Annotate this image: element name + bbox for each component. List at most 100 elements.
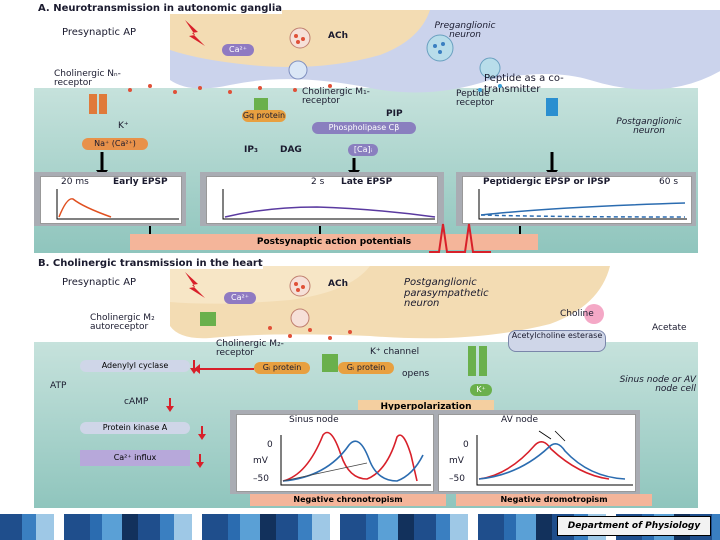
sinus-node-label: Sinus node	[289, 415, 339, 425]
footer-stripe-segment	[192, 514, 202, 540]
footer-stripe-segment	[450, 514, 468, 540]
choline-label: Choline	[560, 309, 594, 319]
early-epsp-label: Early EPSP	[113, 177, 168, 187]
nn-receptor-icon	[89, 94, 107, 114]
k-channel-label: K⁺ channel	[370, 347, 420, 357]
m2-receptor-label: Cholinergic M₂-receptor	[216, 339, 284, 359]
postganglionic-parasympathetic-label: Postganglionic parasympathetic neuron	[404, 277, 489, 309]
k-pill-b: K⁺	[470, 384, 492, 396]
peptidergic-trace	[478, 189, 687, 220]
footer-stripe-segment	[160, 514, 174, 540]
footer-stripe-segment	[516, 514, 536, 540]
sinus-node-graph: Sinus node 0 mV –50	[236, 414, 434, 492]
peptidergic-time-label: 60 s	[659, 177, 679, 187]
minus50-label-2: –50	[449, 474, 465, 484]
gi-pill-2: Gᵢ protein	[338, 362, 394, 374]
lightning-icon-a	[185, 20, 205, 46]
panel-a: A. Neurotransmission in autonomic gangli…	[30, 0, 720, 258]
footer-stripe-segment	[138, 514, 160, 540]
late-epsp-graph: 2 s Late EPSP	[206, 176, 438, 224]
gi-pill-1: Gᵢ protein	[254, 362, 310, 374]
action-potential-spikes	[429, 223, 491, 253]
neg-dromotropism-box: Negative dromotropism	[456, 494, 652, 506]
footer-stripe-segment	[478, 514, 504, 540]
k-label-a: K⁺	[118, 121, 129, 131]
footer-stripe-segment	[414, 514, 436, 540]
footer-stripe-segment	[378, 514, 398, 540]
footer-stripe-segment	[340, 514, 366, 540]
peptide-receptor-label: Peptide receptor	[456, 89, 494, 109]
atp-label: ATP	[50, 381, 67, 391]
presynaptic-ap-a: Presynaptic AP	[62, 27, 137, 38]
postsynaptic-ap-box: Postsynaptic action potentials	[130, 234, 538, 250]
panel-b-title: B. Cholinergic transmission in the heart	[38, 258, 263, 269]
footer-stripe-segment	[436, 514, 450, 540]
postganglionic-label-a: Postganglionic neuron	[616, 117, 682, 137]
late-time-label: 2 s	[311, 177, 325, 187]
vesicles-b	[289, 275, 311, 328]
footer-stripe-segment	[228, 514, 240, 540]
neg-chronotropism-box: Negative chronotropism	[250, 494, 446, 506]
down-red-arrows	[166, 360, 206, 468]
ach-label-b: ACh	[328, 279, 348, 289]
lightning-icon-b	[185, 272, 205, 298]
footer-stripe	[0, 514, 720, 540]
department-label: Department of Physiology	[557, 516, 711, 536]
footer-stripe-segment	[312, 514, 330, 540]
preganglionic-label: Preganglionic neuron	[434, 21, 496, 41]
ca-pill-b: Ca²⁺	[224, 292, 256, 304]
cholinergic-nn-label: Cholinergic Nₙ-receptor	[54, 69, 121, 89]
k-channel-icon	[468, 346, 487, 376]
peptide-cotransmitter-label: Peptide as a co-transmitter	[484, 73, 564, 95]
transmitter-dots-b	[268, 326, 352, 340]
footer-stripe-segment	[202, 514, 228, 540]
phospholipase-pill: Phospholipase Cβ	[312, 122, 416, 134]
mv-label-1: mV	[253, 456, 268, 466]
av-node-trace	[476, 430, 633, 486]
ca-influx-box: Ca²⁺ influx	[80, 450, 190, 466]
late-epsp-label: Late EPSP	[341, 177, 393, 187]
footer-stripe-segment	[174, 514, 192, 540]
footer-stripe-segment	[102, 514, 122, 540]
footer-stripe-segment	[240, 514, 260, 540]
footer-stripe-segment	[0, 514, 22, 540]
footer-stripe-segment	[64, 514, 90, 540]
peptidergic-graph: Peptidergic EPSP or IPSP 60 s	[462, 176, 692, 224]
dag-label: DAG	[280, 145, 302, 155]
footer-stripe-segment	[468, 514, 478, 540]
footer-stripe-segment	[536, 514, 552, 540]
peptide-receptor-icon	[546, 98, 558, 116]
late-epsp-trace	[222, 189, 436, 220]
panel-a-title: A. Neurotransmission in autonomic gangli…	[38, 3, 283, 14]
camp-label: cAMP	[124, 397, 149, 407]
footer-stripe-segment	[54, 514, 64, 540]
pip-label: PIP	[386, 109, 403, 119]
minus50-label-1: –50	[253, 474, 269, 484]
vesicles-a	[288, 27, 501, 80]
choline-icon	[584, 304, 604, 324]
pka-box: Protein kinase A	[80, 422, 190, 434]
footer-stripe-segment	[398, 514, 414, 540]
footer-stripe-segment	[22, 514, 36, 540]
ip3-label: IP₃	[244, 145, 258, 155]
cholinergic-m1-label: Cholinergic M₁-receptor	[302, 87, 370, 107]
early-epsp-graph: 20 ms Early EPSP	[40, 176, 182, 224]
peptidergic-label: Peptidergic EPSP or IPSP	[483, 177, 611, 187]
opens-label: opens	[402, 369, 430, 379]
presynaptic-terminal-b	[170, 266, 610, 339]
footer-stripe-segment	[712, 514, 720, 540]
sinus-node-trace	[280, 431, 431, 486]
m-autoreceptor-label: Cholinergic M₂ autoreceptor	[90, 313, 155, 333]
footer-stripe-segment	[276, 514, 298, 540]
footer-stripe-segment	[504, 514, 516, 540]
mv-label-2: mV	[449, 456, 464, 466]
footer-stripe-segment	[330, 514, 340, 540]
footer-stripe-segment	[366, 514, 378, 540]
early-epsp-trace	[56, 189, 179, 220]
footer-stripe-segment	[90, 514, 102, 540]
transmitter-dots-a	[128, 84, 502, 94]
m2-receptor-icon	[322, 354, 338, 372]
adenylyl-box: Adenylyl cyclase	[80, 360, 190, 372]
gq-pill-a: Gq protein	[242, 110, 286, 122]
zero-label-2: 0	[463, 440, 469, 450]
